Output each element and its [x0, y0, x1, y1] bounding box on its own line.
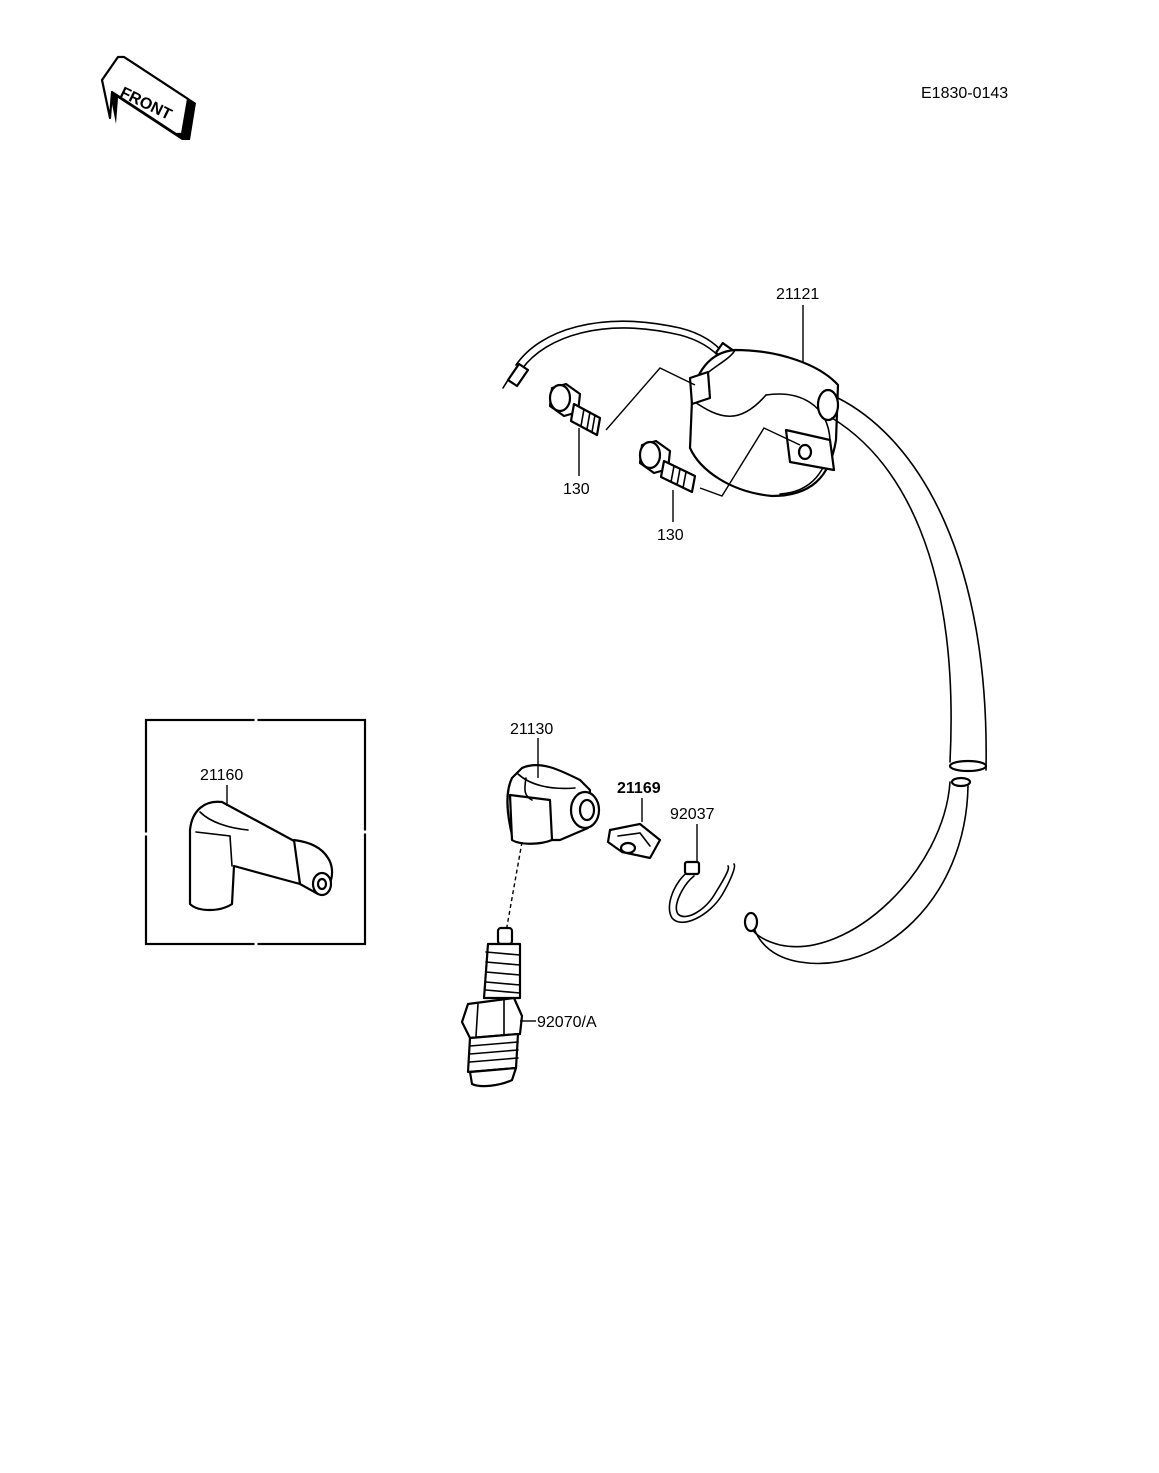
- ignition-coil: [502, 320, 840, 498]
- bolt-lower: [638, 439, 697, 494]
- inset-box: [143, 717, 369, 947]
- label-21121: 21121: [776, 286, 819, 303]
- front-arrow-icon: FRONT: [100, 55, 196, 140]
- label-21160: 21160: [200, 767, 243, 784]
- label-130-lower: 130: [657, 527, 684, 544]
- cable-band: [668, 860, 736, 924]
- label-21169: 21169: [617, 780, 661, 797]
- plug-cap-alternative: [188, 800, 334, 912]
- clamp: [606, 822, 662, 860]
- label-21130: 21130: [510, 721, 553, 738]
- bolt-upper: [548, 382, 602, 437]
- plug-cap: [506, 764, 601, 845]
- spark-plug: [460, 926, 524, 1088]
- high-tension-lead: [743, 397, 988, 965]
- label-92070A: 92070/A: [537, 1014, 597, 1031]
- label-92037: 92037: [670, 806, 715, 823]
- figure-code: E1830-0143: [921, 85, 1008, 102]
- label-130-upper: 130: [563, 481, 590, 498]
